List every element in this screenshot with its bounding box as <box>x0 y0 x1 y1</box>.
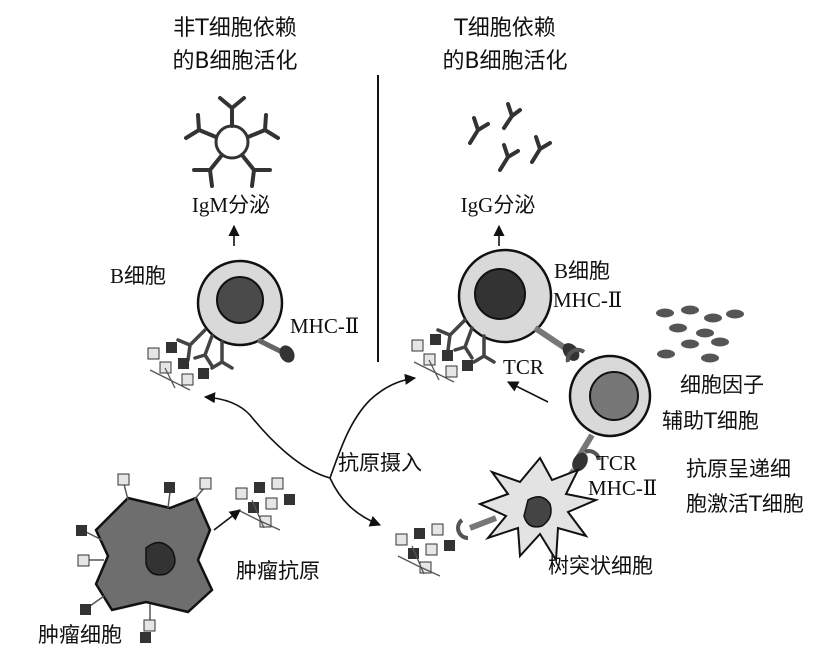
helper-t-cell <box>568 354 652 438</box>
cytokine-dots-icon <box>656 305 744 363</box>
left-title-line2: 的B细胞活化 <box>172 49 297 74</box>
right-b-cell-receptors <box>436 318 496 364</box>
right-b-mhc-label: MHC-Ⅱ <box>553 288 622 312</box>
tumor-antigen-cluster-icon <box>235 477 295 531</box>
igg-antibodies-icon <box>468 102 552 172</box>
uptake-arrow-dc <box>329 477 382 527</box>
presentation-label-line2: 胞激活T细胞 <box>686 492 804 516</box>
left-mhc-receptor <box>256 337 295 363</box>
tcr-label-bottom: TCR <box>596 451 637 475</box>
igm-secretion-label: IgM分泌 <box>192 193 270 217</box>
right-antigen-cluster-icon <box>411 334 473 383</box>
antigen-uptake-label: 抗原摄入 <box>338 451 422 475</box>
uptake-arrow-right <box>329 373 417 479</box>
left-b-cell <box>196 259 284 347</box>
right-b-cell-label: B细胞 <box>554 259 610 283</box>
tumor-to-antigen-arrow <box>213 509 241 531</box>
right-title-line2: 的B细胞活化 <box>442 49 567 74</box>
cytokine-label: 细胞因子 <box>680 373 764 397</box>
left-b-cell-label: B细胞 <box>110 264 166 288</box>
helper-t-label: 辅助T细胞 <box>662 409 759 433</box>
tumor-antigen-label: 肿瘤抗原 <box>236 559 320 583</box>
dendritic-cell <box>477 456 600 564</box>
tcr-label-top: TCR <box>503 355 544 379</box>
left-title-line1: 非T细胞依赖 <box>173 16 296 41</box>
igm-pentamer-icon <box>184 96 280 188</box>
tumor-cell-label: 肿瘤细胞 <box>38 623 122 647</box>
dc-mhc-receptor <box>456 515 498 540</box>
tumor-cell <box>94 496 214 614</box>
left-mhc-label: MHC-Ⅱ <box>290 314 359 338</box>
tcr-top-arrow <box>506 381 549 403</box>
dc-antigen-cluster-icon <box>395 523 455 577</box>
dendritic-cell-label: 树突状细胞 <box>548 554 653 578</box>
right-b-cell <box>457 248 553 344</box>
tumor-cell-label-antigen-icon <box>140 632 151 643</box>
left-b-cell-receptors <box>176 328 234 370</box>
presentation-label-line1: 抗原呈递细 <box>686 457 791 481</box>
igg-secretion-label: IgG分泌 <box>461 193 536 217</box>
tumor-surface-antigens-icon <box>76 473 212 632</box>
dc-mhc-label: MHC-Ⅱ <box>588 476 657 500</box>
right-title-line1: T细胞依赖 <box>453 16 555 41</box>
b-t-mhc-tcr-link <box>533 325 586 363</box>
left-antigen-cluster-icon <box>147 342 209 391</box>
uptake-arrow-left <box>203 392 331 479</box>
